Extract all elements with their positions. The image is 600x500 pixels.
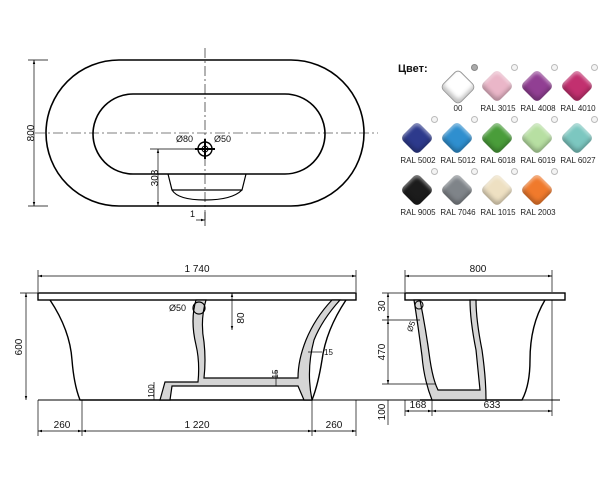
color-swatch[interactable]: RAL 4008	[518, 64, 558, 114]
color-swatch[interactable]: RAL 6027	[558, 116, 598, 166]
side-overflow-icon	[414, 300, 424, 310]
swatch-code-label: RAL 1015	[480, 208, 516, 217]
swatch-color-tile[interactable]	[480, 173, 514, 207]
swatch-select-radio[interactable]	[551, 116, 558, 123]
top-section-mark: 1	[190, 209, 195, 219]
color-swatch[interactable]: RAL 9005	[398, 168, 438, 218]
swatch-code-label: RAL 5012	[440, 156, 476, 165]
swatch-color-tile[interactable]	[400, 173, 434, 207]
front-floor-label: 15	[271, 369, 280, 378]
front-length-label: 1 740	[184, 264, 209, 275]
color-swatch[interactable]: RAL 6018	[478, 116, 518, 166]
swatch-color-tile[interactable]	[400, 121, 434, 155]
tub-inner-basin	[92, 93, 326, 175]
swatch-select-radio[interactable]	[431, 116, 438, 123]
swatch-select-radio[interactable]	[591, 64, 598, 71]
color-swatch[interactable]: RAL 4010	[558, 64, 598, 114]
color-swatch[interactable]: RAL 7046	[438, 168, 478, 218]
front-foot-label: 100	[147, 384, 156, 398]
front-right-label: 260	[326, 420, 343, 431]
front-height-label: 600	[14, 338, 25, 355]
swatch-color-tile[interactable]	[560, 69, 594, 103]
color-swatch[interactable]: RAL 6019	[518, 116, 558, 166]
swatch-select-radio[interactable]	[471, 168, 478, 175]
swatch-select-radio[interactable]	[431, 168, 438, 175]
top-width-label: 800	[26, 124, 37, 141]
swatch-code-label: RAL 6019	[520, 156, 556, 165]
swatch-code-label: RAL 4008	[520, 104, 556, 113]
front-rim-label: 80	[236, 312, 247, 324]
swatch-color-tile[interactable]	[440, 173, 474, 207]
swatch-select-radio[interactable]	[591, 116, 598, 123]
swatch-color-tile[interactable]	[520, 69, 554, 103]
swatch-select-radio[interactable]	[511, 64, 518, 71]
front-wall-label: 15	[324, 348, 333, 357]
side-left-label: 168	[410, 400, 427, 411]
front-overflow-icon	[192, 301, 206, 315]
side-wall-label: Ø5	[405, 319, 417, 333]
swatch-color-tile[interactable]	[439, 68, 477, 106]
front-overflow-label: Ø50	[169, 303, 186, 313]
swatch-code-label: 00	[453, 104, 463, 113]
swatch-select-radio[interactable]	[511, 116, 518, 123]
color-swatch[interactable]: 00	[438, 64, 478, 114]
swatch-select-radio[interactable]	[551, 168, 558, 175]
top-drain-label: Ø80	[176, 134, 193, 144]
swatch-code-label: RAL 3015	[480, 104, 516, 113]
side-inner-section	[413, 299, 487, 401]
color-swatch[interactable]: RAL 2003	[518, 168, 558, 218]
swatch-color-tile[interactable]	[480, 69, 514, 103]
side-right-label: 633	[484, 400, 501, 411]
color-swatch[interactable]: RAL 3015	[478, 64, 518, 114]
swatch-code-label: RAL 9005	[400, 208, 436, 217]
swatch-color-tile[interactable]	[520, 173, 554, 207]
top-depth-label: 303	[150, 169, 161, 186]
side-shell	[420, 299, 546, 401]
front-rim	[37, 292, 357, 301]
swatch-select-radio[interactable]	[511, 168, 518, 175]
front-left-label: 260	[54, 420, 71, 431]
top-overflow-label: Ø50	[214, 134, 231, 144]
color-swatch[interactable]: RAL 5012	[438, 116, 478, 166]
seat-step	[167, 173, 247, 201]
swatch-code-label: RAL 7046	[440, 208, 476, 217]
color-swatch[interactable]: RAL 5002	[398, 116, 438, 166]
swatch-code-label: RAL 2003	[520, 208, 556, 217]
side-inner-label: 470	[377, 343, 388, 360]
side-width-label: 800	[470, 264, 487, 275]
swatch-color-tile[interactable]	[520, 121, 554, 155]
front-middle-label: 1 220	[184, 420, 209, 431]
swatch-color-tile[interactable]	[440, 121, 474, 155]
swatch-code-label: RAL 5002	[400, 156, 436, 165]
swatch-code-label: RAL 6027	[560, 156, 596, 165]
palette-title: Цвет:	[398, 63, 428, 75]
swatch-color-tile[interactable]	[560, 121, 594, 155]
front-view: Ø50 1 740 600 80 15 15 100 260 1 220 26	[14, 264, 560, 436]
side-base-label: 100	[377, 403, 388, 420]
swatch-code-label: RAL 4010	[560, 104, 596, 113]
swatch-code-label: RAL 6018	[480, 156, 516, 165]
swatch-select-radio[interactable]	[551, 64, 558, 71]
top-view: Ø80 Ø50 1 800 303	[26, 48, 378, 226]
side-rim-label: 30	[377, 300, 388, 312]
side-rim	[404, 292, 566, 301]
color-swatch[interactable]: RAL 1015	[478, 168, 518, 218]
swatch-color-tile[interactable]	[480, 121, 514, 155]
front-inner-section	[159, 299, 342, 401]
swatch-select-radio[interactable]	[471, 116, 478, 123]
side-view: 800 30 470 100 Ø5 168 633	[377, 264, 566, 425]
swatch-select-radio[interactable]	[471, 64, 478, 71]
